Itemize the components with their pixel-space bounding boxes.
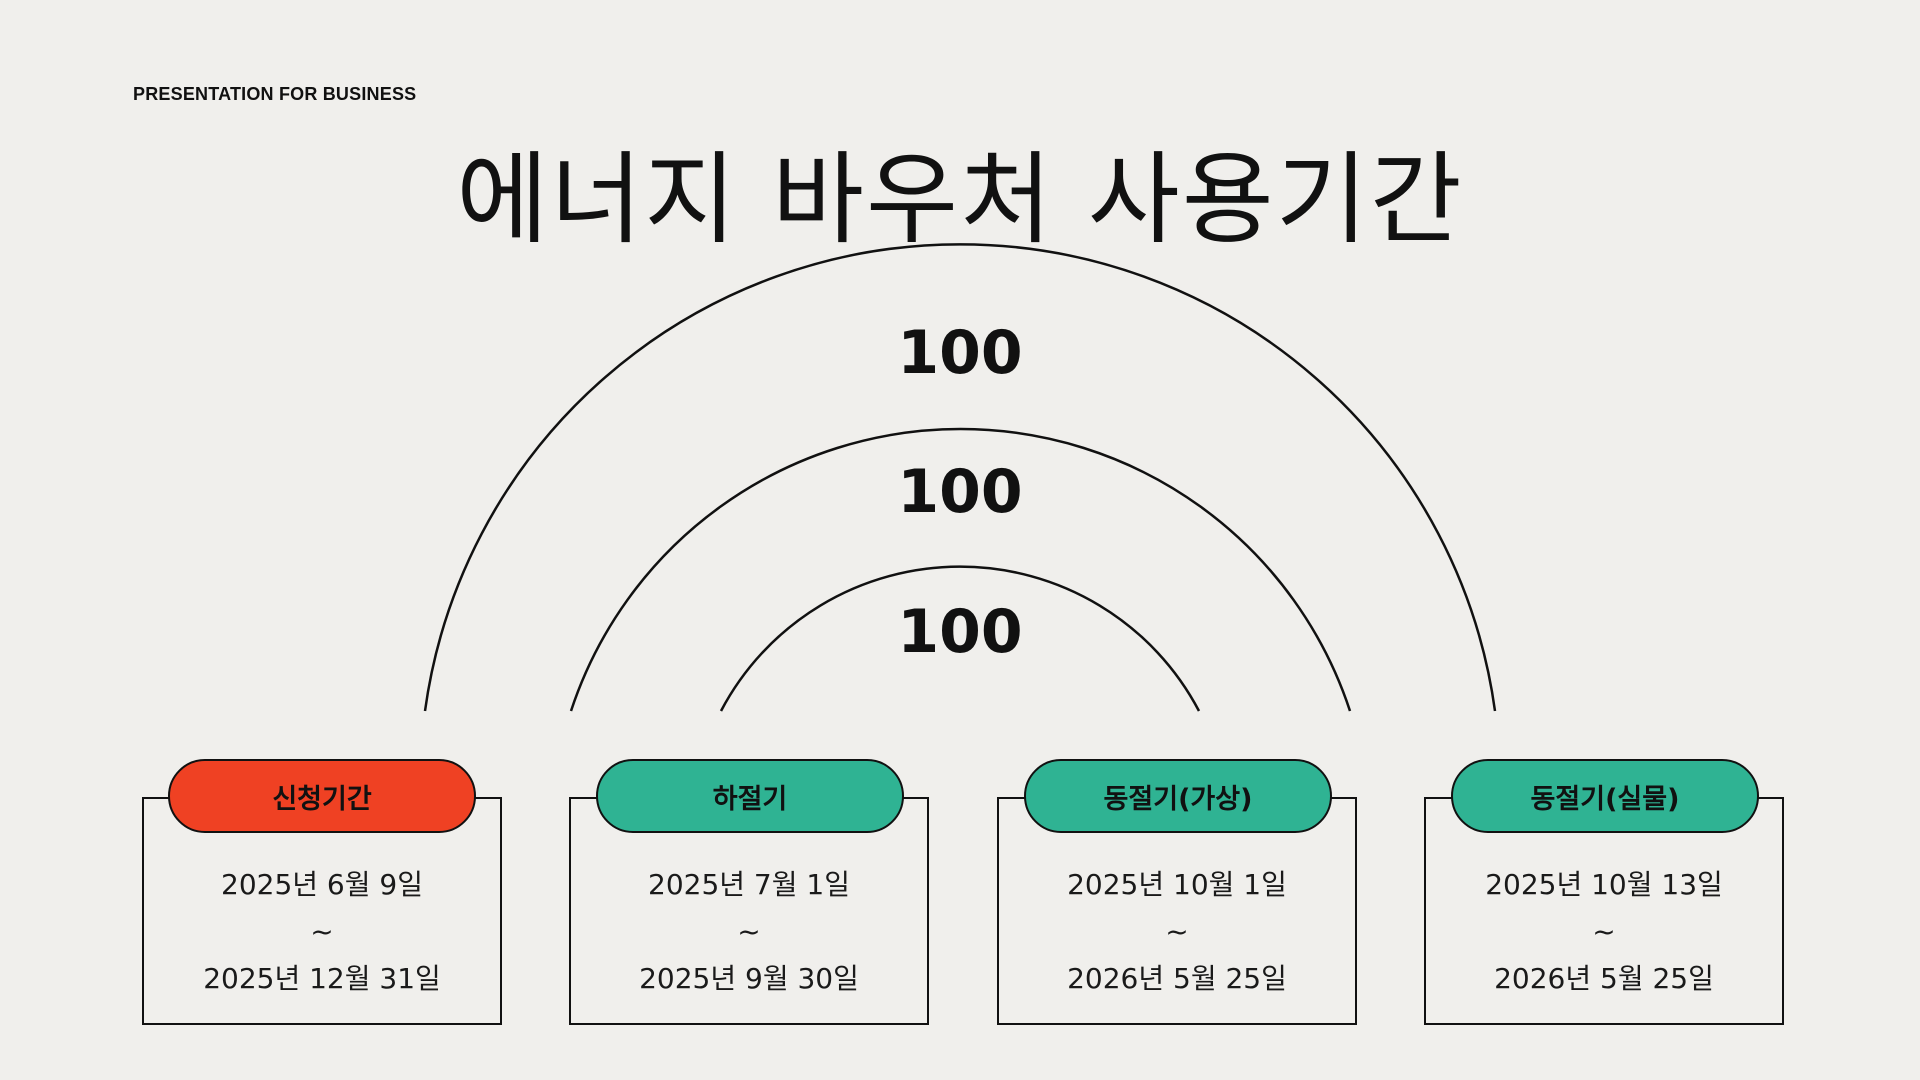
- period-end: 2026년 5월 25일: [1067, 962, 1287, 995]
- period-separator: ~: [310, 915, 334, 948]
- period-label-summer: 하절기: [596, 759, 904, 833]
- period-end: 2025년 12월 31일: [203, 962, 441, 995]
- outer-arc-value: 100: [897, 318, 1023, 388]
- period-start: 2025년 10월 1일: [1067, 868, 1287, 901]
- outer-arc: [423, 243, 1497, 712]
- period-separator: ~: [1592, 915, 1616, 948]
- period-card-winter-virtual: 2025년 10월 1일 ~ 2026년 5월 25일: [997, 797, 1357, 1025]
- period-label-winter-virtual: 동절기(가상): [1024, 759, 1332, 833]
- period-end: 2026년 5월 25일: [1494, 962, 1714, 995]
- inner-arc-value: 100: [897, 597, 1023, 667]
- period-separator: ~: [1165, 915, 1189, 948]
- period-separator: ~: [737, 915, 761, 948]
- middle-arc: [569, 427, 1352, 712]
- period-end: 2025년 9월 30일: [639, 962, 859, 995]
- presentation-kicker: PRESENTATION FOR BUSINESS: [133, 84, 417, 104]
- period-start: 2025년 6월 9일: [221, 868, 423, 901]
- period-start: 2025년 7월 1일: [648, 868, 850, 901]
- period-label-application: 신청기간: [168, 759, 476, 833]
- period-start: 2025년 10월 13일: [1485, 868, 1723, 901]
- period-card-application: 2025년 6월 9일 ~ 2025년 12월 31일: [142, 797, 502, 1025]
- middle-arc-value: 100: [897, 457, 1023, 527]
- period-label-winter-physical: 동절기(실물): [1451, 759, 1759, 833]
- page-title: 에너지 바우처 사용기간: [456, 141, 1464, 258]
- inner-arc: [719, 565, 1201, 712]
